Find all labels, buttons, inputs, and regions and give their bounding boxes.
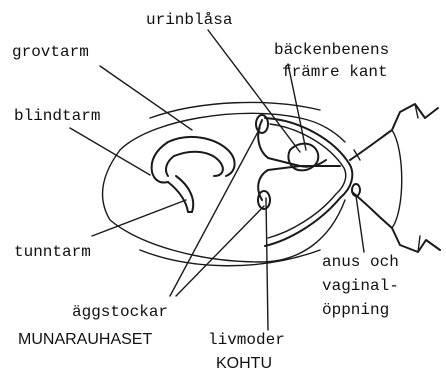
label-anus-1: anus och <box>322 253 399 271</box>
label-grovtarm: grovtarm <box>12 43 89 61</box>
uterus <box>258 120 326 200</box>
hind-part <box>350 104 440 252</box>
pointer-grovtarm <box>100 66 192 130</box>
label-anus-3: öppning <box>322 301 389 319</box>
body-outline <box>103 113 345 262</box>
hind-lines <box>392 104 420 252</box>
label-aggstockar: äggstockar <box>72 303 168 321</box>
label-tunntarm: tunntarm <box>14 243 91 261</box>
label-livmoder: livmoder <box>208 331 285 349</box>
label-urinblasa: urinblåsa <box>146 11 233 29</box>
small-intestine <box>168 176 193 212</box>
label-backenbenens-1: bäckenbenens <box>274 41 389 59</box>
label-kohtu: KOHTU <box>216 355 272 372</box>
ovary-upper <box>256 115 268 133</box>
pointer-tunntarm <box>92 200 186 236</box>
pointer-blindtarm <box>70 128 150 175</box>
cecum <box>152 142 174 183</box>
pointer-livmoder <box>266 198 268 330</box>
label-blindtarm: blindtarm <box>14 107 100 125</box>
label-munarauhaset: MUNARAUHASET <box>18 331 152 348</box>
label-backenbenens-2: främre kant <box>282 63 388 81</box>
pointer-aggstockar-2 <box>176 206 264 296</box>
label-anus-2: vaginal- <box>322 277 399 295</box>
pointer-anus <box>356 196 364 252</box>
large-intestine <box>168 137 235 176</box>
vaginal-opening <box>354 150 360 160</box>
